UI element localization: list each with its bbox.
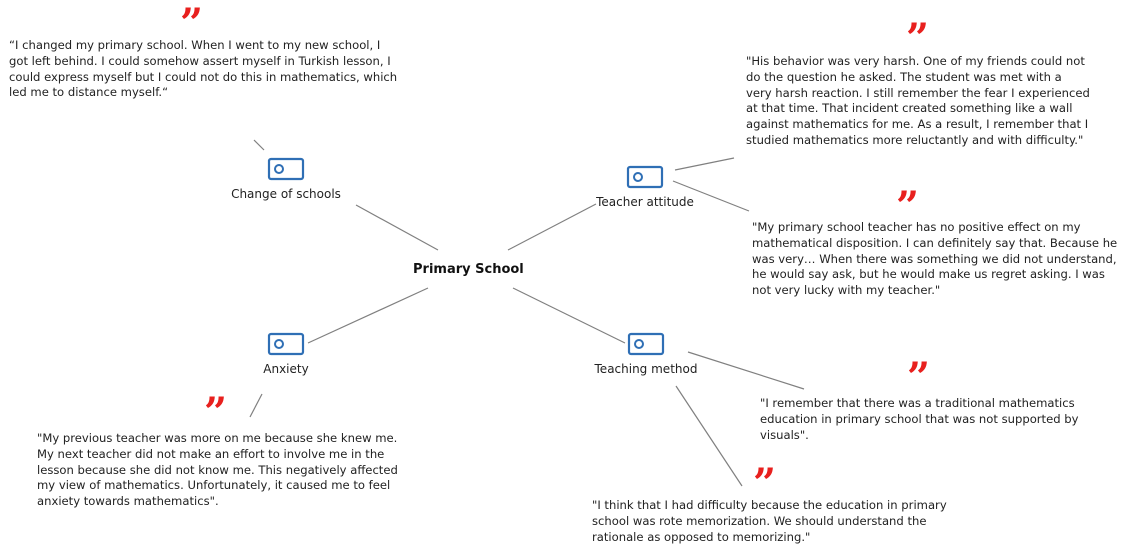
- connector-teacher-attitude-quote-2: [672, 180, 750, 212]
- connector-teacher-attitude-quote-1: [674, 157, 735, 171]
- code-tag-icon: [267, 332, 305, 356]
- quote-teaching-method-2[interactable]: "I think that I had difficulty because t…: [592, 498, 947, 544]
- code-node-anxiety[interactable]: Anxiety: [236, 332, 336, 376]
- connector-change-of-schools-quote: [253, 139, 265, 151]
- quote-mark-icon: ”: [180, 0, 204, 47]
- quote-teaching-method-1[interactable]: "I remember that there was a traditional…: [760, 396, 1079, 442]
- quote-mark-icon: ”: [907, 354, 931, 401]
- code-label: Teaching method: [594, 362, 698, 376]
- code-node-teaching-method[interactable]: Teaching method: [581, 332, 711, 376]
- code-label: Change of schools: [231, 187, 341, 201]
- code-tag-icon: [626, 165, 664, 189]
- quote-mark-icon: ”: [896, 183, 920, 230]
- connector-root-change-of-schools: [355, 204, 439, 251]
- code-tag-icon: [267, 157, 305, 181]
- code-node-change-of-schools[interactable]: Change of schools: [216, 157, 356, 201]
- quote-mark-icon: ”: [204, 389, 228, 436]
- code-label: Teacher attitude: [596, 195, 694, 209]
- quote-anxiety[interactable]: "My previous teacher was more on me beca…: [37, 431, 398, 509]
- quote-teacher-attitude-1[interactable]: "His behavior was very harsh. One of my …: [746, 54, 1090, 147]
- quote-change-of-schools[interactable]: “I changed my primary school. When I wen…: [9, 38, 398, 100]
- connector-anxiety-quote: [249, 393, 263, 418]
- connector-teaching-method-quote-1: [687, 351, 805, 390]
- code-label: Anxiety: [263, 362, 309, 376]
- quote-teacher-attitude-2[interactable]: "My primary school teacher has no positi…: [752, 220, 1118, 298]
- connector-root-anxiety: [307, 287, 429, 344]
- connector-root-teaching-method: [512, 287, 626, 344]
- code-node-teacher-attitude[interactable]: Teacher attitude: [585, 165, 705, 209]
- code-tag-icon: [627, 332, 665, 356]
- connector-root-teacher-attitude: [507, 203, 597, 251]
- root-node-label: Primary School: [413, 262, 524, 277]
- quote-mark-icon: ”: [753, 460, 777, 507]
- quote-mark-icon: ”: [906, 15, 930, 62]
- connector-teaching-method-quote-2: [675, 385, 743, 487]
